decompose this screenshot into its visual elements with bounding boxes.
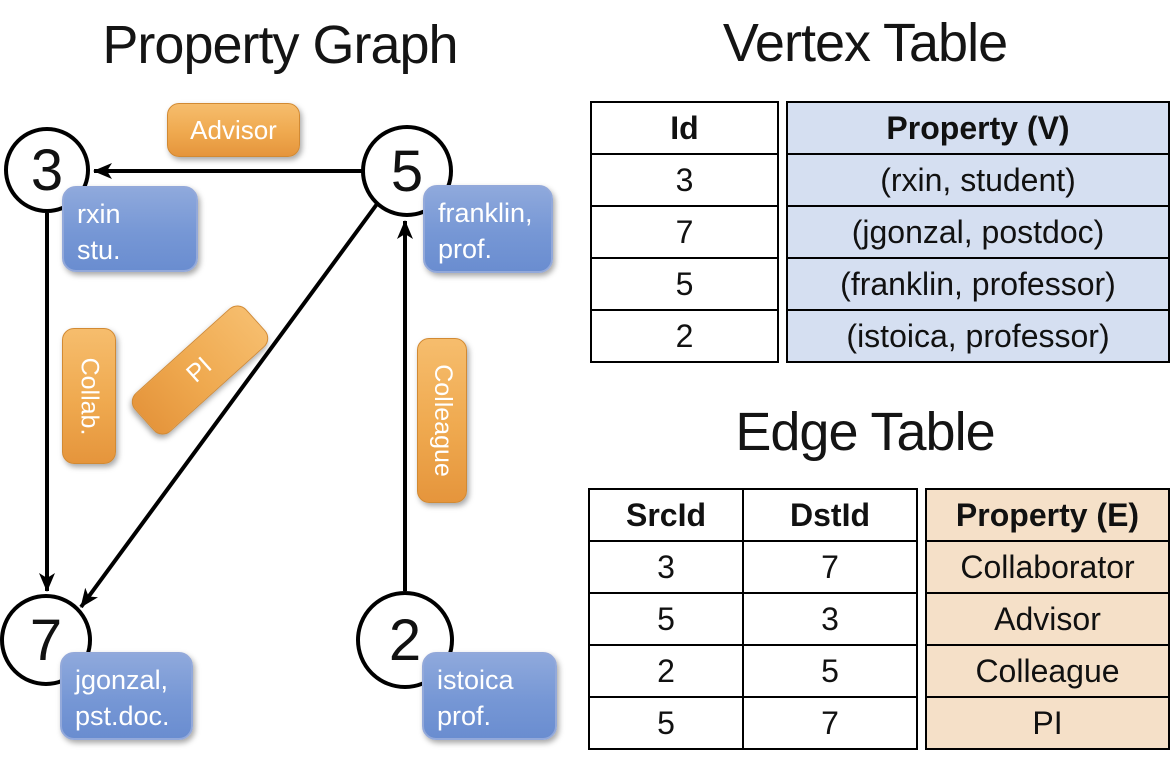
vertex-label-jgonzal: jgonzal, pst.doc. bbox=[60, 652, 193, 740]
property-graph-title: Property Graph bbox=[102, 15, 458, 75]
vertex-table-property-column: Property (V) (rxin, student) (jgonzal, p… bbox=[786, 101, 1170, 363]
table-row: (rxin, student) bbox=[786, 153, 1170, 207]
edge-table-property-column: Property (E) Collaborator Advisor Collea… bbox=[925, 488, 1170, 750]
edge-table-dstid-header: DstId bbox=[742, 488, 918, 542]
edge-src-cell: 5 bbox=[588, 696, 744, 750]
table-row: Collaborator bbox=[925, 540, 1170, 594]
vertex-property-cell: (franklin, professor) bbox=[786, 257, 1170, 311]
vertex-label-istoica-line2: prof. bbox=[437, 701, 492, 732]
table-row: (istoica, professor) bbox=[786, 309, 1170, 363]
edge-arrow-5-to-7 bbox=[79, 202, 379, 609]
table-row: Property (V) bbox=[786, 101, 1170, 155]
table-row: 7 bbox=[590, 205, 779, 259]
vertex-label-franklin-line1: franklin, bbox=[438, 198, 533, 228]
table-row: SrcId DstId bbox=[588, 488, 918, 542]
edge-dst-cell: 3 bbox=[742, 592, 918, 646]
edge-label-collab: Collab. bbox=[62, 328, 116, 464]
table-row: PI bbox=[925, 696, 1170, 750]
table-row: (franklin, professor) bbox=[786, 257, 1170, 311]
table-row: Colleague bbox=[925, 644, 1170, 698]
edge-property-cell: PI bbox=[925, 696, 1170, 750]
edge-label-pi-text: PI bbox=[181, 351, 218, 388]
table-row: Property (E) bbox=[925, 488, 1170, 542]
edge-src-cell: 5 bbox=[588, 592, 744, 646]
edge-table-property-header: Property (E) bbox=[925, 488, 1170, 542]
edge-property-cell: Colleague bbox=[925, 644, 1170, 698]
vertex-property-cell: (rxin, student) bbox=[786, 153, 1170, 207]
vertex-label-franklin: franklin, prof. bbox=[423, 185, 553, 273]
edge-label-advisor: Advisor bbox=[167, 103, 300, 157]
node-id-2: 2 bbox=[388, 607, 422, 673]
vertex-label-rxin: rxin stu. bbox=[62, 186, 198, 272]
vertex-label-jgonzal-line1: jgonzal, bbox=[75, 665, 169, 695]
edge-label-advisor-text: Advisor bbox=[190, 114, 277, 145]
vertex-label-jgonzal-line2: pst.doc. bbox=[75, 701, 170, 732]
vertex-label-istoica: istoica prof. bbox=[422, 652, 557, 740]
vertex-property-cell: (jgonzal, postdoc) bbox=[786, 205, 1170, 259]
vertex-label-franklin-line2: prof. bbox=[438, 234, 493, 265]
vertex-table-id-header: Id bbox=[590, 101, 779, 155]
table-row: 3 7 bbox=[588, 540, 918, 594]
edge-property-cell: Advisor bbox=[925, 592, 1170, 646]
vertex-id-cell: 3 bbox=[590, 153, 779, 207]
table-row: 5 3 bbox=[588, 592, 918, 646]
edge-src-cell: 2 bbox=[588, 644, 744, 698]
edge-src-cell: 3 bbox=[588, 540, 744, 594]
vertex-id-cell: 7 bbox=[590, 205, 779, 259]
node-id-7: 7 bbox=[29, 607, 63, 673]
edge-dst-cell: 5 bbox=[742, 644, 918, 698]
table-row: 2 5 bbox=[588, 644, 918, 698]
vertex-id-cell: 2 bbox=[590, 309, 779, 363]
edge-label-colleague-text: Colleague bbox=[428, 364, 457, 477]
edge-label-collab-text: Collab. bbox=[75, 357, 104, 435]
vertex-table-title: Vertex Table bbox=[722, 13, 1008, 73]
table-row: 5 7 bbox=[588, 696, 918, 750]
vertex-property-cell: (istoica, professor) bbox=[786, 309, 1170, 363]
vertex-label-istoica-line1: istoica bbox=[437, 665, 514, 695]
table-row: Id bbox=[590, 101, 779, 155]
vertex-label-rxin-line1: rxin bbox=[77, 199, 121, 229]
table-row: 5 bbox=[590, 257, 779, 311]
vertex-table-property-header: Property (V) bbox=[786, 101, 1170, 155]
edge-label-colleague: Colleague bbox=[417, 338, 467, 503]
edge-property-cell: Collaborator bbox=[925, 540, 1170, 594]
table-row: Advisor bbox=[925, 592, 1170, 646]
table-row: (jgonzal, postdoc) bbox=[786, 205, 1170, 259]
edge-dst-cell: 7 bbox=[742, 696, 918, 750]
edge-table-title: Edge Table bbox=[735, 402, 995, 462]
table-row: 2 bbox=[590, 309, 779, 363]
vertex-id-cell: 5 bbox=[590, 257, 779, 311]
edge-dst-cell: 7 bbox=[742, 540, 918, 594]
node-id-5: 5 bbox=[390, 138, 424, 204]
table-row: 3 bbox=[590, 153, 779, 207]
vertex-label-rxin-line2: stu. bbox=[77, 235, 121, 266]
edge-table-srcid-header: SrcId bbox=[588, 488, 744, 542]
node-id-3: 3 bbox=[30, 137, 64, 203]
vertex-table-id-column: Id 3 7 5 2 bbox=[590, 101, 779, 363]
edge-table-id-columns: SrcId DstId 3 7 5 3 2 5 5 7 bbox=[588, 488, 918, 750]
